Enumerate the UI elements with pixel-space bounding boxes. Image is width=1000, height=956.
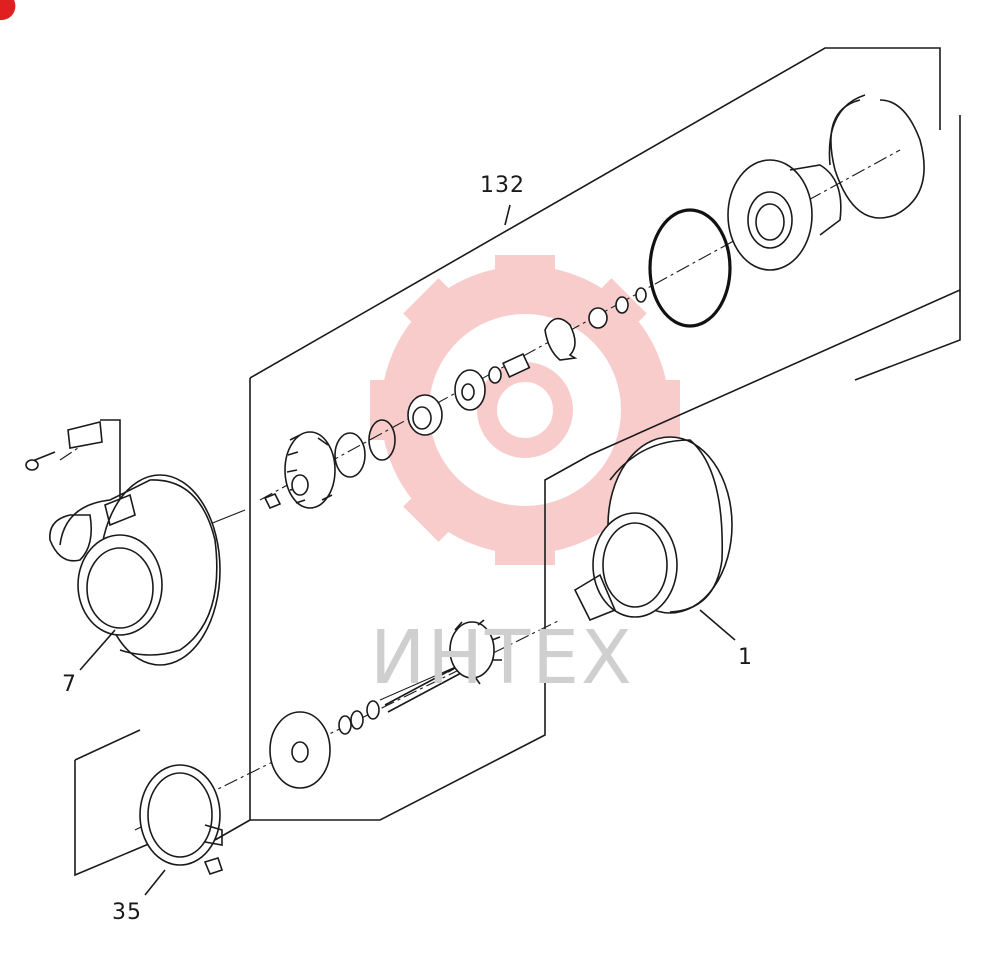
thrust-ring bbox=[454, 369, 486, 411]
bushing-set-lower bbox=[338, 700, 380, 735]
compressor-wheel bbox=[284, 431, 336, 509]
callout-35-leader bbox=[144, 869, 166, 896]
callout-7: 7 bbox=[62, 672, 77, 697]
callout-1: 1 bbox=[738, 645, 753, 670]
assembly-bracket-132 bbox=[249, 115, 961, 821]
v-band-clamp bbox=[139, 764, 224, 875]
back-plate bbox=[727, 159, 842, 271]
callout-7-leader bbox=[79, 629, 116, 671]
watermark-text: ИНТЕХ bbox=[370, 615, 634, 701]
assembly-bracket-132-top bbox=[249, 47, 941, 379]
large-snap-ring bbox=[830, 99, 925, 219]
snap-ring bbox=[334, 432, 366, 478]
heat-shield bbox=[269, 711, 331, 789]
compressor-housing bbox=[49, 474, 221, 666]
bushing-set-upper bbox=[488, 352, 531, 384]
thrust-collar bbox=[407, 394, 443, 436]
turbine-housing bbox=[573, 436, 733, 622]
clamp-bracket bbox=[74, 729, 251, 877]
bolt-and-plate bbox=[25, 420, 103, 471]
turbine-shaft bbox=[384, 619, 502, 713]
o-ring bbox=[648, 208, 732, 328]
bearing-set bbox=[588, 287, 647, 329]
nut bbox=[263, 492, 282, 510]
callout-35: 35 bbox=[112, 900, 142, 925]
callout-132: 132 bbox=[480, 173, 525, 198]
callout-1-leader bbox=[699, 609, 736, 641]
corner-mark bbox=[0, 0, 16, 21]
thrust-plate bbox=[544, 317, 578, 361]
callout-132-leader bbox=[504, 204, 511, 226]
